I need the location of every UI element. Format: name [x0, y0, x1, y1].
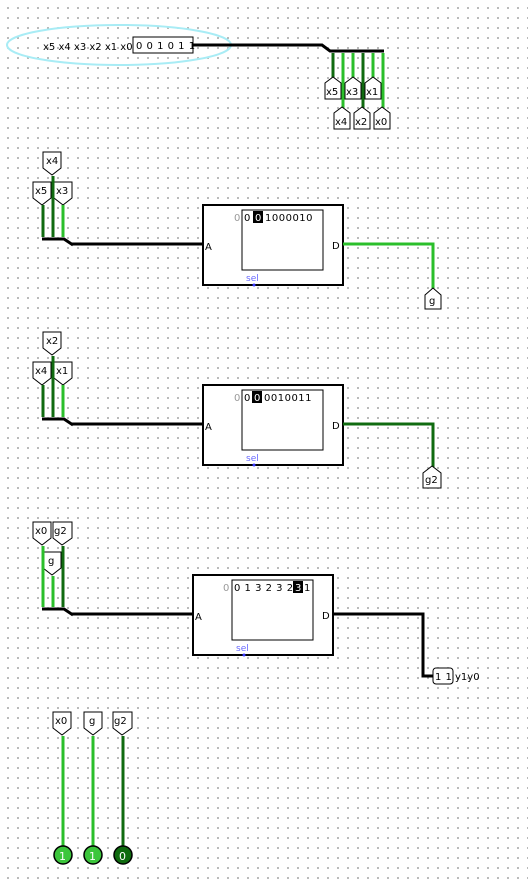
tunnel-x4: x4: [333, 106, 351, 130]
rom1-selected-cell: [253, 211, 263, 223]
rom3-addr: 0: [223, 583, 230, 594]
rom1-sel-pin: [252, 283, 256, 287]
rom2-sel: sel: [246, 454, 259, 464]
svg-text:g2: g2: [54, 526, 67, 537]
svg-text:x1: x1: [366, 87, 378, 98]
tunnel-g2: g2: [422, 465, 442, 489]
svg-text:x2: x2: [46, 336, 58, 347]
tunnel-x2-rom2: x2: [42, 331, 62, 356]
input-pin-bits[interactable]: 0 0 1 0 1 1: [136, 41, 196, 52]
tunnel-g: g: [424, 287, 442, 310]
rom1-input-splitter: [41, 176, 74, 247]
rom3-output-bus: [333, 612, 433, 678]
svg-text:g: g: [429, 296, 435, 307]
rom3-input-splitter: [41, 546, 74, 617]
rom1-sel: sel: [246, 274, 259, 284]
rom3-values-after: 1: [304, 583, 311, 594]
rom2-output-wire: [343, 422, 435, 467]
rom3-sel: sel: [236, 644, 249, 654]
svg-text:0: 0: [119, 850, 126, 863]
svg-text:x3: x3: [346, 87, 358, 98]
tunnel-x3: x3: [344, 76, 362, 100]
led-tunnel-g: g: [83, 711, 103, 736]
rom1-values: 1000010: [265, 213, 313, 224]
tunnel-x1-rom2: x1: [53, 361, 73, 386]
svg-text:x5: x5: [326, 87, 338, 98]
led-g: 1: [83, 845, 103, 865]
input-bus: [193, 43, 384, 53]
output-pin-value: 1 1: [435, 672, 452, 683]
svg-text:x0: x0: [35, 526, 47, 537]
rom1-output-wire: [343, 242, 435, 289]
rom2-addr: 0: [234, 393, 241, 404]
rom2-values: 0010011: [264, 393, 312, 404]
tunnel-x5-rom1: x5: [32, 181, 52, 206]
tunnel-x0-rom3: x0: [32, 521, 52, 546]
svg-text:1: 1: [89, 850, 96, 863]
rom3-selected-cell: [293, 581, 303, 593]
svg-text:g2: g2: [114, 716, 127, 727]
led-tunnel-g2: g2: [112, 711, 133, 736]
rom1-first-value: 0: [244, 213, 251, 224]
svg-text:x4: x4: [35, 366, 47, 377]
svg-text:g: g: [89, 716, 95, 727]
tunnel-x3-rom1: x3: [53, 181, 73, 206]
input-pin-label: x5 x4 x3 x2 x1 x0: [43, 42, 133, 53]
rom2-port-a: A: [205, 422, 212, 433]
tunnel-x4-rom2: x4: [32, 361, 52, 386]
tunnel-g2-rom3: g2: [52, 521, 73, 546]
led-g2: 0: [113, 845, 133, 865]
svg-text:x2: x2: [355, 117, 367, 128]
tunnel-x0: x0: [373, 106, 391, 130]
rom1-selected-value: 0: [255, 213, 262, 224]
led-x0: 1: [53, 845, 73, 865]
rom1-addr: 0: [234, 213, 241, 224]
svg-text:x1: x1: [56, 366, 68, 377]
svg-text:1: 1: [59, 850, 66, 863]
rom2-input-splitter: [41, 356, 74, 427]
svg-text:x3: x3: [56, 186, 68, 197]
output-pin-label: y1y0: [455, 672, 480, 683]
led-tunnel-x0: x0: [52, 711, 72, 736]
svg-text:x0: x0: [375, 117, 387, 128]
rom3-sel-pin: [242, 653, 246, 657]
input-splitter: [331, 53, 385, 108]
rom1-port-d: D: [332, 241, 340, 252]
rom3-port-d: D: [322, 611, 330, 622]
tunnel-x4-rom1: x4: [42, 151, 62, 176]
rom2-selected-cell: [252, 391, 262, 403]
svg-text:g: g: [48, 556, 54, 567]
svg-text:x5: x5: [35, 186, 47, 197]
rom2-first-value: 0: [244, 393, 251, 404]
rom3-port-a: A: [195, 612, 202, 623]
rom2-sel-pin: [252, 463, 256, 467]
svg-text:x4: x4: [335, 117, 347, 128]
svg-text:x0: x0: [55, 716, 67, 727]
svg-text:g2: g2: [425, 475, 438, 486]
tunnel-x5: x5: [324, 76, 342, 100]
tunnel-g-rom3: g: [42, 551, 62, 576]
output-pin-y1y0: [432, 667, 454, 685]
rom2-port-d: D: [332, 421, 340, 432]
rom3-selected-value: 3: [295, 583, 302, 594]
svg-text:x4: x4: [46, 156, 58, 167]
rom3-values-before: 0 1 3 2 3 2: [234, 583, 294, 594]
tunnel-x2: x2: [353, 106, 371, 130]
tunnel-x1: x1: [364, 76, 382, 100]
rom2-selected-value: 0: [254, 393, 261, 404]
rom1-port-a: A: [205, 242, 212, 253]
